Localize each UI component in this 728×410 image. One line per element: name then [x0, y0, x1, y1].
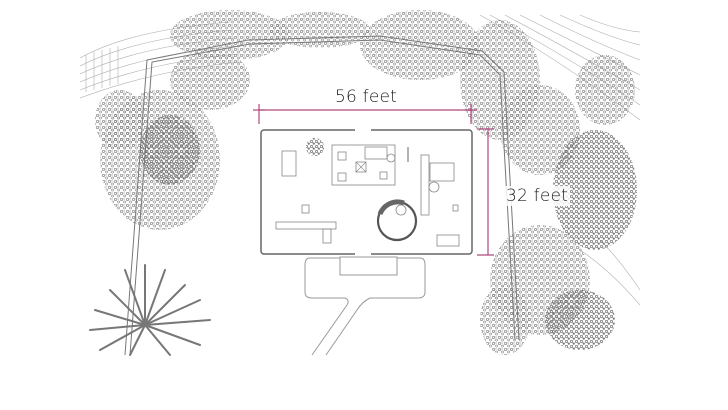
contour-lines-top-left — [79, 21, 241, 99]
width-dimension-label: 56 feet — [333, 87, 400, 107]
driveway — [304, 256, 426, 356]
depth-dimension-label: 32 feet — [504, 186, 571, 206]
pine-tree — [89, 264, 211, 356]
house-plan — [260, 128, 473, 256]
tree-canopies — [95, 10, 637, 355]
dimension-lines — [253, 104, 494, 256]
